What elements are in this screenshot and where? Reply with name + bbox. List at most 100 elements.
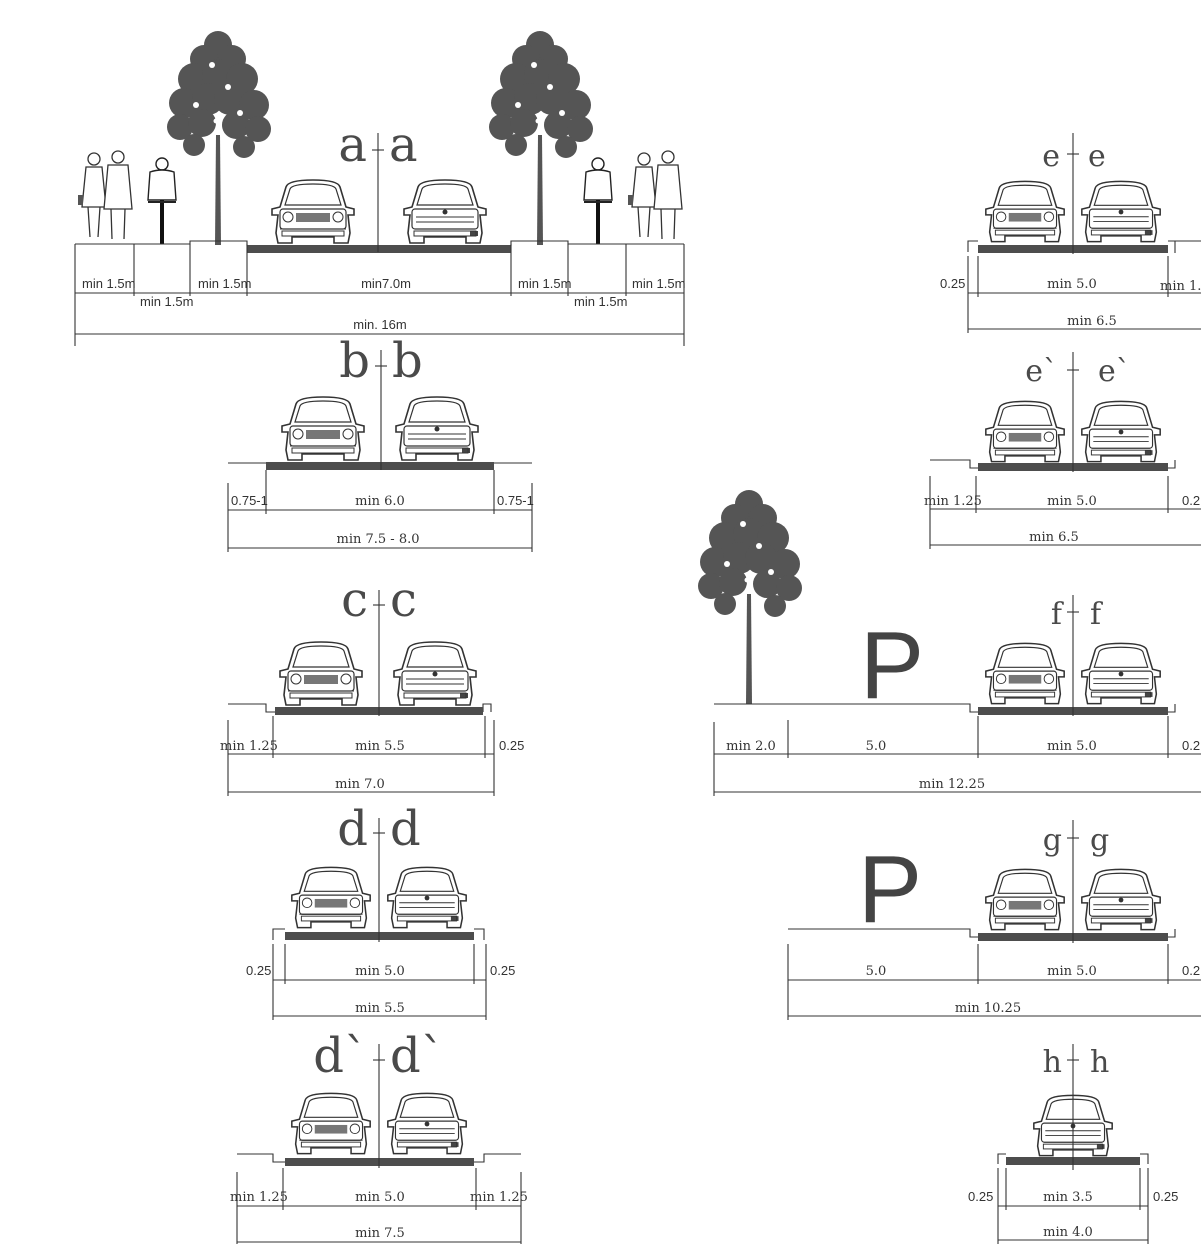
dimension-label: 0.25 xyxy=(490,963,515,978)
dimension-label: min 1.5m xyxy=(140,294,193,309)
section-label-right: d xyxy=(390,801,421,857)
dimension-label: min 5.0 xyxy=(355,1190,405,1205)
section-c: c c min 1.25 min 5.5 0.25 min 7.0 xyxy=(220,572,524,796)
tree-icon xyxy=(489,31,593,245)
total-width-label: min 7.5 - 8.0 xyxy=(337,532,420,547)
cyclist-icon xyxy=(146,156,178,246)
car-front-icon xyxy=(281,396,365,461)
section-g: P g g 5.0 min 5.0 0.2 min 10.25 xyxy=(787,820,1201,1020)
pedestrian-icon xyxy=(628,150,683,240)
tree-icon xyxy=(167,31,271,245)
car-front-icon xyxy=(279,641,363,706)
section-label-left: f xyxy=(1051,597,1064,632)
section-label-right: e` xyxy=(1098,354,1131,389)
dimension-label: min 5.0 xyxy=(355,964,405,979)
section-label-right: b xyxy=(392,333,423,389)
car-rear-icon xyxy=(386,866,468,929)
section-label-left: c xyxy=(341,572,368,628)
section-b: b b 0.75-1 min 6.0 0.75-1 min 7.5 - 8.0 xyxy=(227,333,534,552)
dimension-label: min 1.25 xyxy=(470,1190,528,1205)
cyclist-icon xyxy=(582,156,614,246)
section-label-right: g xyxy=(1090,823,1109,858)
dimension-label: min 5.0 xyxy=(1047,277,1097,292)
car-front-icon xyxy=(290,866,372,929)
dimension-label: 0.25 xyxy=(246,963,271,978)
total-width-label: min 6.5 xyxy=(1029,530,1079,545)
section-label-left: d xyxy=(337,801,368,857)
section-label-left: d` xyxy=(313,1028,368,1084)
tree-icon xyxy=(698,490,802,704)
section-a: a a min 1.5m min 1.5m min 1.5m min7.0m m… xyxy=(74,31,685,346)
car-front-icon xyxy=(271,179,355,244)
total-width-label: min 12.25 xyxy=(919,777,985,792)
dimension-label: 0.25 xyxy=(1153,1189,1178,1204)
parking-label: P xyxy=(860,612,924,719)
section-label-left: a xyxy=(338,117,367,173)
dimension-label: min 1.25 xyxy=(230,1190,288,1205)
section-h: h h 0.25 min 3.5 0.25 min 4.0 xyxy=(968,1044,1178,1244)
dimension-label: 0.25 xyxy=(968,1189,993,1204)
section-label-left: b xyxy=(339,333,370,389)
car-front-icon xyxy=(984,400,1066,463)
dimension-label: 0.75-1 xyxy=(231,493,268,508)
dimension-label: min 6.0 xyxy=(355,494,405,509)
dimension-label: 0.25 xyxy=(499,738,524,753)
dimension-label: min 1.25 xyxy=(220,739,278,754)
total-width-label: min 5.5 xyxy=(355,1001,405,1016)
total-width-label: min. 16m xyxy=(353,317,406,332)
section-label-left: g xyxy=(1043,823,1062,858)
section-f: P f f min 2.0 5.0 min 5.0 0.2 min 12.25 xyxy=(698,490,1201,796)
dimension-label: min 1.25 xyxy=(924,494,982,509)
section-label-right: c xyxy=(390,572,417,628)
dimension-label: 0.75-1 xyxy=(497,493,534,508)
parking-label: P xyxy=(858,836,922,943)
car-rear-icon xyxy=(1080,868,1162,931)
dimension-label: min 1.5m xyxy=(518,276,571,291)
dimension-label: min 5.0 xyxy=(1047,739,1097,754)
total-width-label: min 4.0 xyxy=(1043,1225,1093,1240)
dimension-label: min 1. xyxy=(1160,279,1201,294)
dimension-label: min 2.0 xyxy=(726,739,776,754)
dimension-label: min 5.0 xyxy=(1047,964,1097,979)
car-rear-icon xyxy=(403,179,487,244)
dimension-label: 0.2 xyxy=(1182,738,1200,753)
section-label-left: e xyxy=(1042,139,1060,174)
total-width-label: min 7.0 xyxy=(335,777,385,792)
section-d-prime: d` d` min 1.25 min 5.0 min 1.25 min 7.5 xyxy=(230,1028,528,1244)
dimension-label: min 1.5m xyxy=(82,276,135,291)
section-d: d d 0.25 min 5.0 0.25 min 5.5 xyxy=(246,801,515,1020)
section-e: e e 0.25 min 5.0 min 1. min 6.5 xyxy=(940,133,1201,333)
car-rear-icon xyxy=(1080,642,1162,705)
car-rear-icon xyxy=(395,396,479,461)
total-width-label: min 6.5 xyxy=(1067,314,1117,329)
car-front-icon xyxy=(984,868,1066,931)
dimension-label: min 1.5m xyxy=(574,294,627,309)
section-label-right: f xyxy=(1090,597,1103,632)
car-rear-icon xyxy=(1080,400,1162,463)
dimension-label: 0.2 xyxy=(1182,963,1200,978)
dimension-label: min 3.5 xyxy=(1043,1190,1093,1205)
pedestrian-icon xyxy=(78,150,133,240)
dimension-label: 5.0 xyxy=(866,964,887,979)
dimension-label: min 5.0 xyxy=(1047,494,1097,509)
dimension-label: min7.0m xyxy=(361,276,411,291)
car-rear-icon xyxy=(386,1092,468,1155)
section-label-right: a xyxy=(389,117,418,173)
section-label-right: e xyxy=(1088,139,1106,174)
section-label-right: h xyxy=(1090,1045,1109,1080)
section-label-right: d` xyxy=(390,1028,445,1084)
carriageway xyxy=(266,462,494,470)
dimension-label: 5.0 xyxy=(866,739,887,754)
total-width-label: min 10.25 xyxy=(955,1001,1021,1016)
section-e-prime: e` e` min 1.25 min 5.0 0.2 min 6.5 xyxy=(924,352,1201,549)
car-rear-icon xyxy=(1080,180,1162,243)
section-label-left: e` xyxy=(1025,354,1058,389)
dimension-label: 0.25 xyxy=(940,276,965,291)
car-front-icon xyxy=(290,1092,372,1155)
car-front-icon xyxy=(984,642,1066,705)
dimension-label: min 1.5m xyxy=(198,276,251,291)
dimension-label: min 5.5 xyxy=(355,739,405,754)
dimension-label: 0.2 xyxy=(1182,493,1200,508)
dimension-label: min 1.5m xyxy=(632,276,685,291)
